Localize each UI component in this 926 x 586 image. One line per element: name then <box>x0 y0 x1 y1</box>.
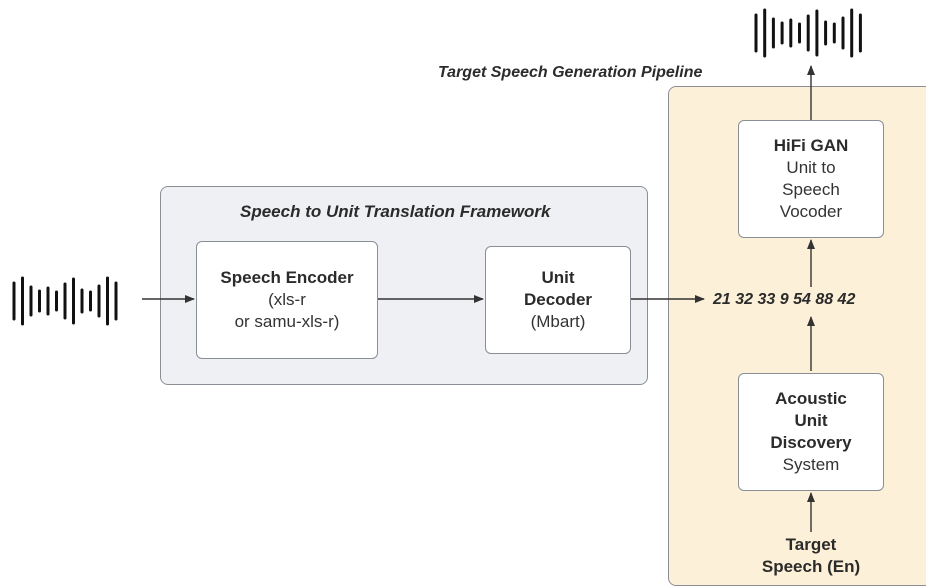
speech-encoder-model-alt: or samu-xls-r) <box>234 312 340 331</box>
speech-encoder-title: Speech Encoder <box>220 268 354 287</box>
vocoder-line-3: Speech <box>782 180 840 199</box>
acoustic-unit-discovery-box: Acoustic Unit Discovery System <box>738 373 884 491</box>
framework-title: Speech to Unit Translation Framework <box>240 202 551 221</box>
aud-line-4: System <box>782 455 840 474</box>
unit-decoder-title-2: Decoder <box>523 290 593 309</box>
speech-encoder-model: (xls-r <box>268 290 306 309</box>
vocoder-line-2: Unit to <box>786 158 836 177</box>
unit-decoder-box: Unit Decoder (Mbart) <box>485 246 631 354</box>
pipeline-title: Target Speech Generation Pipeline <box>438 64 703 81</box>
speech-encoder-box: Speech Encoder (xls-r or samu-xls-r) <box>196 241 378 359</box>
target-speech-line-2: Speech (En) <box>761 557 861 576</box>
discrete-unit-sequence: 21 32 33 9 54 88 42 <box>713 291 856 308</box>
aud-title-2: Unit <box>794 411 828 430</box>
aud-title-3: Discovery <box>770 433 852 452</box>
input-waveform-icon <box>12 276 118 326</box>
target-speech-label: Target Speech (En) <box>752 534 870 578</box>
unit-decoder-model: (Mbart) <box>530 312 586 331</box>
target-speech-line-1: Target <box>785 535 837 554</box>
vocoder-title: HiFi GAN <box>773 136 849 155</box>
vocoder-line-4: Vocoder <box>779 202 843 221</box>
unit-decoder-title-1: Unit <box>541 268 575 287</box>
output-waveform-icon <box>754 8 862 58</box>
hifi-gan-vocoder-box: HiFi GAN Unit to Speech Vocoder <box>738 120 884 238</box>
aud-title-1: Acoustic <box>775 389 847 408</box>
